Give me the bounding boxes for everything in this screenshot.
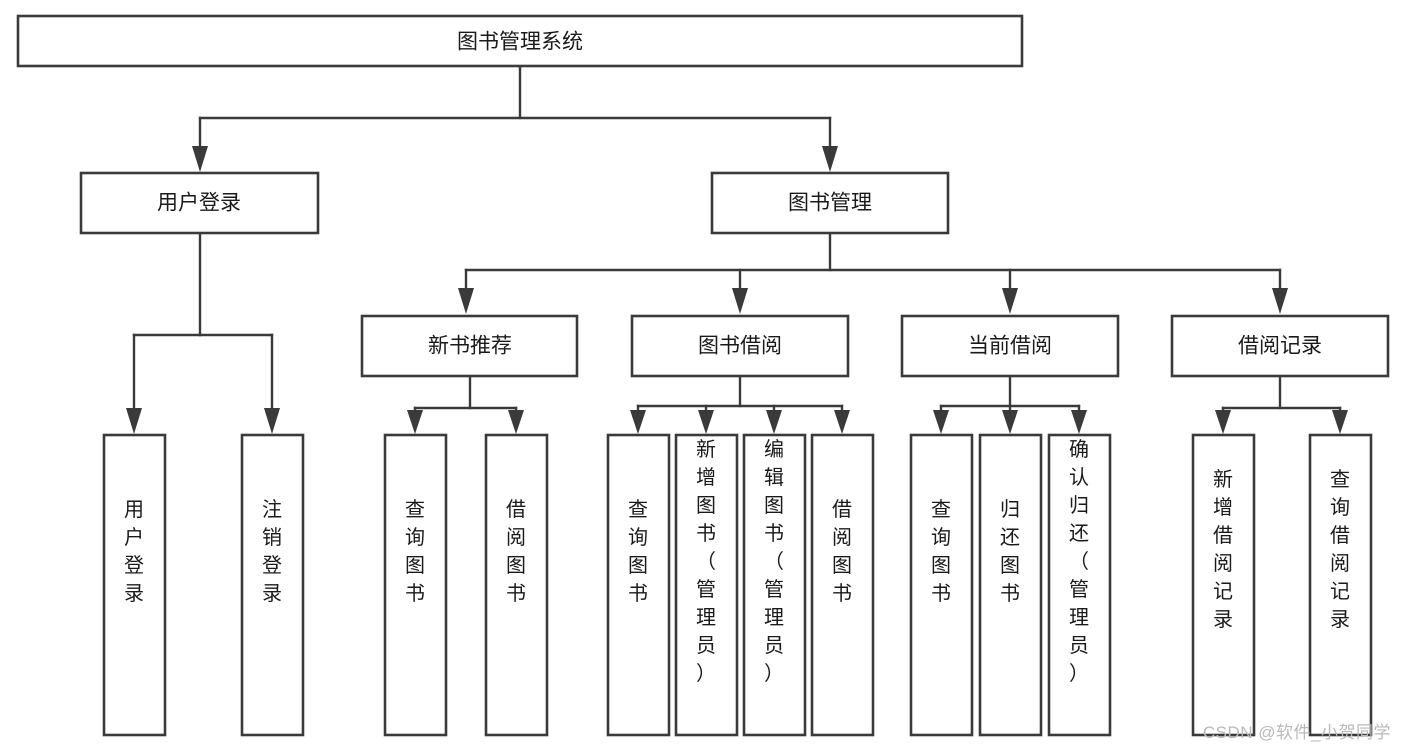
node-leaf-user-login-label: 用户登录: [124, 499, 144, 605]
node-leaf-user-logout[interactable]: 注销登录: [240, 433, 305, 737]
node-leaf-rec-search-box[interactable]: [1308, 433, 1373, 737]
node-leaf-rec-borrow[interactable]: 借阅图书: [484, 433, 549, 737]
node-leaf-cur-confirm-label: 确认归还（管理员）: [1069, 438, 1089, 685]
node-leaf-user-logout-label: 注销登录: [262, 498, 282, 605]
node-leaf-rec-borrow-box[interactable]: [484, 433, 549, 737]
node-book-manage-label: 图书管理: [788, 192, 872, 215]
node-user-login[interactable]: 用户登录: [79, 171, 320, 235]
node-leaf-rec-add[interactable]: 新增借阅记录: [1191, 433, 1256, 737]
node-leaf-borrow-lend-label: 借阅图书: [832, 498, 852, 605]
node-leaf-rec-borrow-label: 借阅图书: [506, 498, 526, 605]
node-leaf-cur-query[interactable]: 查询图书: [909, 433, 974, 737]
node-book-borrow-label: 图书借阅: [698, 335, 782, 358]
node-borrow-record[interactable]: 借阅记录: [1170, 314, 1390, 378]
arrow-head-leaf-rec-query: [407, 410, 423, 434]
node-leaf-borrow-add-label: 新增图书（管理员）: [696, 438, 716, 685]
node-leaf-cur-return-box[interactable]: [978, 433, 1043, 737]
node-leaf-borrow-add[interactable]: 新增图书（管理员）: [674, 433, 739, 737]
node-leaf-cur-return[interactable]: 归还图书: [978, 433, 1043, 737]
arrow-head-leaf-cur-return: [1002, 410, 1018, 434]
node-leaf-rec-query-box[interactable]: [383, 433, 448, 737]
node-leaf-rec-search-label: 查询借阅记录: [1330, 468, 1350, 631]
node-leaf-borrow-add-box[interactable]: [674, 433, 739, 737]
node-leaf-cur-query-box[interactable]: [909, 433, 974, 737]
arrow-head-leaf-cur-confirm: [1071, 410, 1087, 434]
node-current-borrow[interactable]: 当前借阅: [900, 314, 1120, 378]
node-leaf-borrow-lend[interactable]: 借阅图书: [810, 433, 875, 737]
node-new-book-rec[interactable]: 新书推荐: [360, 314, 579, 378]
node-leaf-cur-confirm[interactable]: 确认归还（管理员）: [1047, 433, 1112, 737]
node-leaf-user-logout-box[interactable]: [240, 433, 305, 737]
arrow-head-new-book-rec: [458, 288, 474, 314]
node-borrow-record-label: 借阅记录: [1238, 335, 1322, 358]
arrow-head-leaf-user-login: [126, 408, 142, 434]
connector-layer: [126, 64, 1348, 434]
node-current-borrow-label: 当前借阅: [968, 335, 1052, 358]
arrow-head-leaf-borrow-edit: [766, 410, 782, 434]
arrow-head-book-borrow: [732, 288, 748, 314]
node-book-manage[interactable]: 图书管理: [710, 171, 950, 235]
arrow-head-borrow-record: [1272, 288, 1288, 314]
node-leaf-borrow-query-label: 查询图书: [628, 498, 648, 605]
node-leaf-borrow-lend-box[interactable]: [810, 433, 875, 737]
node-leaf-rec-add-label: 新增借阅记录: [1213, 468, 1233, 631]
node-leaf-rec-query[interactable]: 查询图书: [383, 433, 448, 737]
node-leaf-cur-query-label: 查询图书: [931, 498, 951, 605]
arrow-head-leaf-borrow-add: [698, 410, 714, 434]
arrow-head-leaf-rec-add: [1215, 410, 1231, 434]
node-user-login-box[interactable]: [79, 171, 320, 235]
node-leaf-user-login-box[interactable]: [102, 433, 167, 737]
arrow-head-leaf-borrow-lend: [834, 410, 850, 434]
node-leaf-borrow-query[interactable]: 查询图书: [606, 433, 671, 737]
node-leaf-rec-add-box[interactable]: [1191, 433, 1256, 737]
node-user-login-label: 用户登录: [157, 192, 241, 215]
node-leaf-borrow-edit-label: 编辑图书（管理员）: [764, 438, 784, 685]
arrow-head-leaf-rec-borrow: [508, 410, 524, 434]
node-leaf-cur-confirm-box[interactable]: [1047, 433, 1112, 737]
node-leaf-rec-query-label: 查询图书: [405, 498, 425, 605]
node-leaf-borrow-edit-box[interactable]: [742, 433, 807, 737]
node-book-borrow-box[interactable]: [630, 314, 850, 378]
node-leaf-borrow-query-box[interactable]: [606, 433, 671, 737]
node-new-book-rec-label: 新书推荐: [428, 335, 512, 358]
node-leaf-borrow-edit[interactable]: 编辑图书（管理员）: [742, 433, 807, 737]
arrow-head-leaf-cur-query: [933, 410, 949, 434]
node-root-label: 图书管理系统: [457, 31, 583, 54]
arrow-head-leaf-user-logout: [264, 408, 280, 434]
node-leaf-rec-search[interactable]: 查询借阅记录: [1308, 433, 1373, 737]
node-leaf-user-login[interactable]: 用户登录: [102, 433, 167, 737]
arrow-head-current-borrow: [1002, 288, 1018, 314]
node-current-borrow-box[interactable]: [900, 314, 1120, 378]
arrow-head-user-login: [192, 146, 208, 172]
node-new-book-rec-box[interactable]: [360, 314, 579, 378]
arrow-head-leaf-borrow-query: [630, 410, 646, 434]
node-root[interactable]: 图书管理系统: [16, 14, 1024, 68]
arrow-head-leaf-rec-search: [1332, 410, 1348, 434]
node-book-manage-box[interactable]: [710, 171, 950, 235]
node-book-borrow[interactable]: 图书借阅: [630, 314, 850, 378]
node-borrow-record-box[interactable]: [1170, 314, 1390, 378]
arrow-head-book-manage: [822, 146, 838, 172]
node-leaf-cur-return-label: 归还图书: [1000, 498, 1020, 605]
node-root-box[interactable]: [16, 14, 1024, 68]
